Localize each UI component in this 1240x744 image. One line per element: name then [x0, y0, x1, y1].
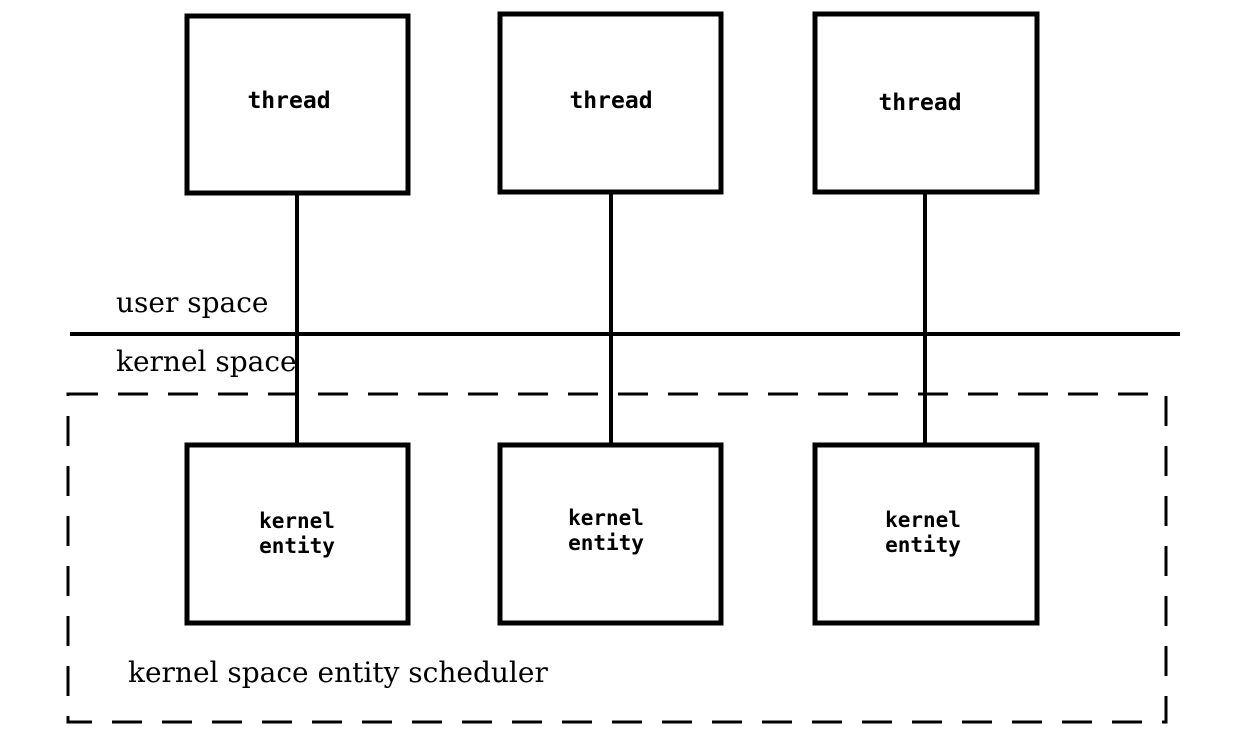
kernel-entity-label-line2: entity: [885, 533, 961, 557]
thread-label: thread: [247, 88, 330, 114]
kernel-entity-box-3: kernel entity: [812, 442, 1040, 626]
kernel-entity-box-2: kernel entity: [497, 442, 724, 626]
kernel-entity-label-line1: kernel: [259, 509, 335, 533]
kernel-space-label: kernel space: [116, 345, 297, 378]
scheduler-label: kernel space entity scheduler: [128, 656, 548, 689]
kernel-entity-label-line1: kernel: [885, 508, 961, 532]
thread-box-1: thread: [184, 13, 411, 196]
kernel-entity-label-line1: kernel: [568, 506, 644, 530]
kernel-scheduler-frame: [66, 392, 1168, 724]
thread-box-2: thread: [497, 11, 724, 195]
kernel-entity-label-line2: entity: [568, 531, 644, 555]
thread-label: thread: [569, 88, 652, 114]
kernel-entity-label-line2: entity: [259, 534, 335, 558]
thread-label: thread: [878, 90, 961, 116]
thread-box-3: thread: [812, 11, 1040, 195]
kernel-entity-box-1: kernel entity: [184, 442, 411, 626]
user-space-label: user space: [116, 286, 269, 319]
